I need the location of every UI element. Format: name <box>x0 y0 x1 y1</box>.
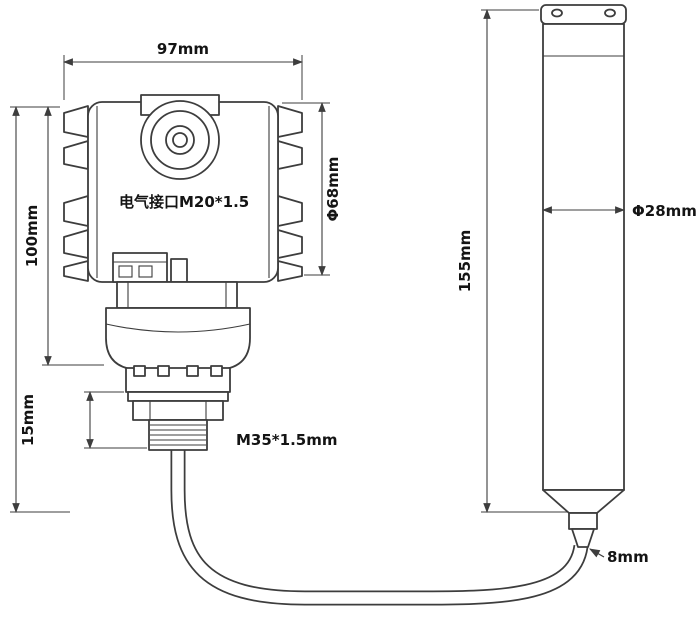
left-mounting-lugs <box>63 105 89 282</box>
threaded-stub <box>148 419 208 451</box>
dimension-overall-left <box>10 106 70 513</box>
probe-gland-body <box>568 512 598 530</box>
dimension-cable-diameter: 8mm <box>589 548 649 566</box>
dimension-probe-length: 155mm <box>456 9 567 513</box>
sight-glass <box>140 94 220 180</box>
flange-height-label: 15mm <box>19 394 37 446</box>
dimension-housing-diameter: Φ68mm <box>282 102 342 276</box>
flange <box>125 365 231 393</box>
probe-diameter-label: Φ28mm <box>632 202 697 220</box>
transmitter-housing <box>63 94 303 283</box>
probe-body <box>542 23 625 491</box>
thread-hatching <box>150 424 206 446</box>
washer <box>127 391 229 402</box>
dimension-housing-height: 100mm <box>10 106 104 366</box>
thread-spec-label: M35*1.5mm <box>236 431 337 449</box>
sensor-probe <box>540 4 627 548</box>
housing-height-label: 100mm <box>23 205 41 268</box>
dimension-flange-height: 15mm <box>19 391 147 449</box>
process-connection <box>105 281 251 451</box>
cable-diameter-label: 8mm <box>607 548 649 566</box>
housing-diameter-label: Φ68mm <box>324 157 342 222</box>
probe-length-label: 155mm <box>456 230 474 293</box>
right-mounting-lugs <box>277 105 303 282</box>
cable <box>170 447 589 606</box>
housing-width-label: 97mm <box>157 40 209 58</box>
probe-cap <box>540 4 627 25</box>
connection-body <box>105 307 251 371</box>
dimension-housing-width: 97mm <box>63 40 303 100</box>
probe-taper <box>542 489 625 514</box>
dimension-probe-diameter: Φ28mm <box>542 202 697 220</box>
hex-nut <box>132 400 224 421</box>
probe-cable-gland <box>571 528 595 548</box>
electrical-interface-label: 电气接口M20*1.5 <box>119 193 249 211</box>
neck <box>116 281 238 309</box>
